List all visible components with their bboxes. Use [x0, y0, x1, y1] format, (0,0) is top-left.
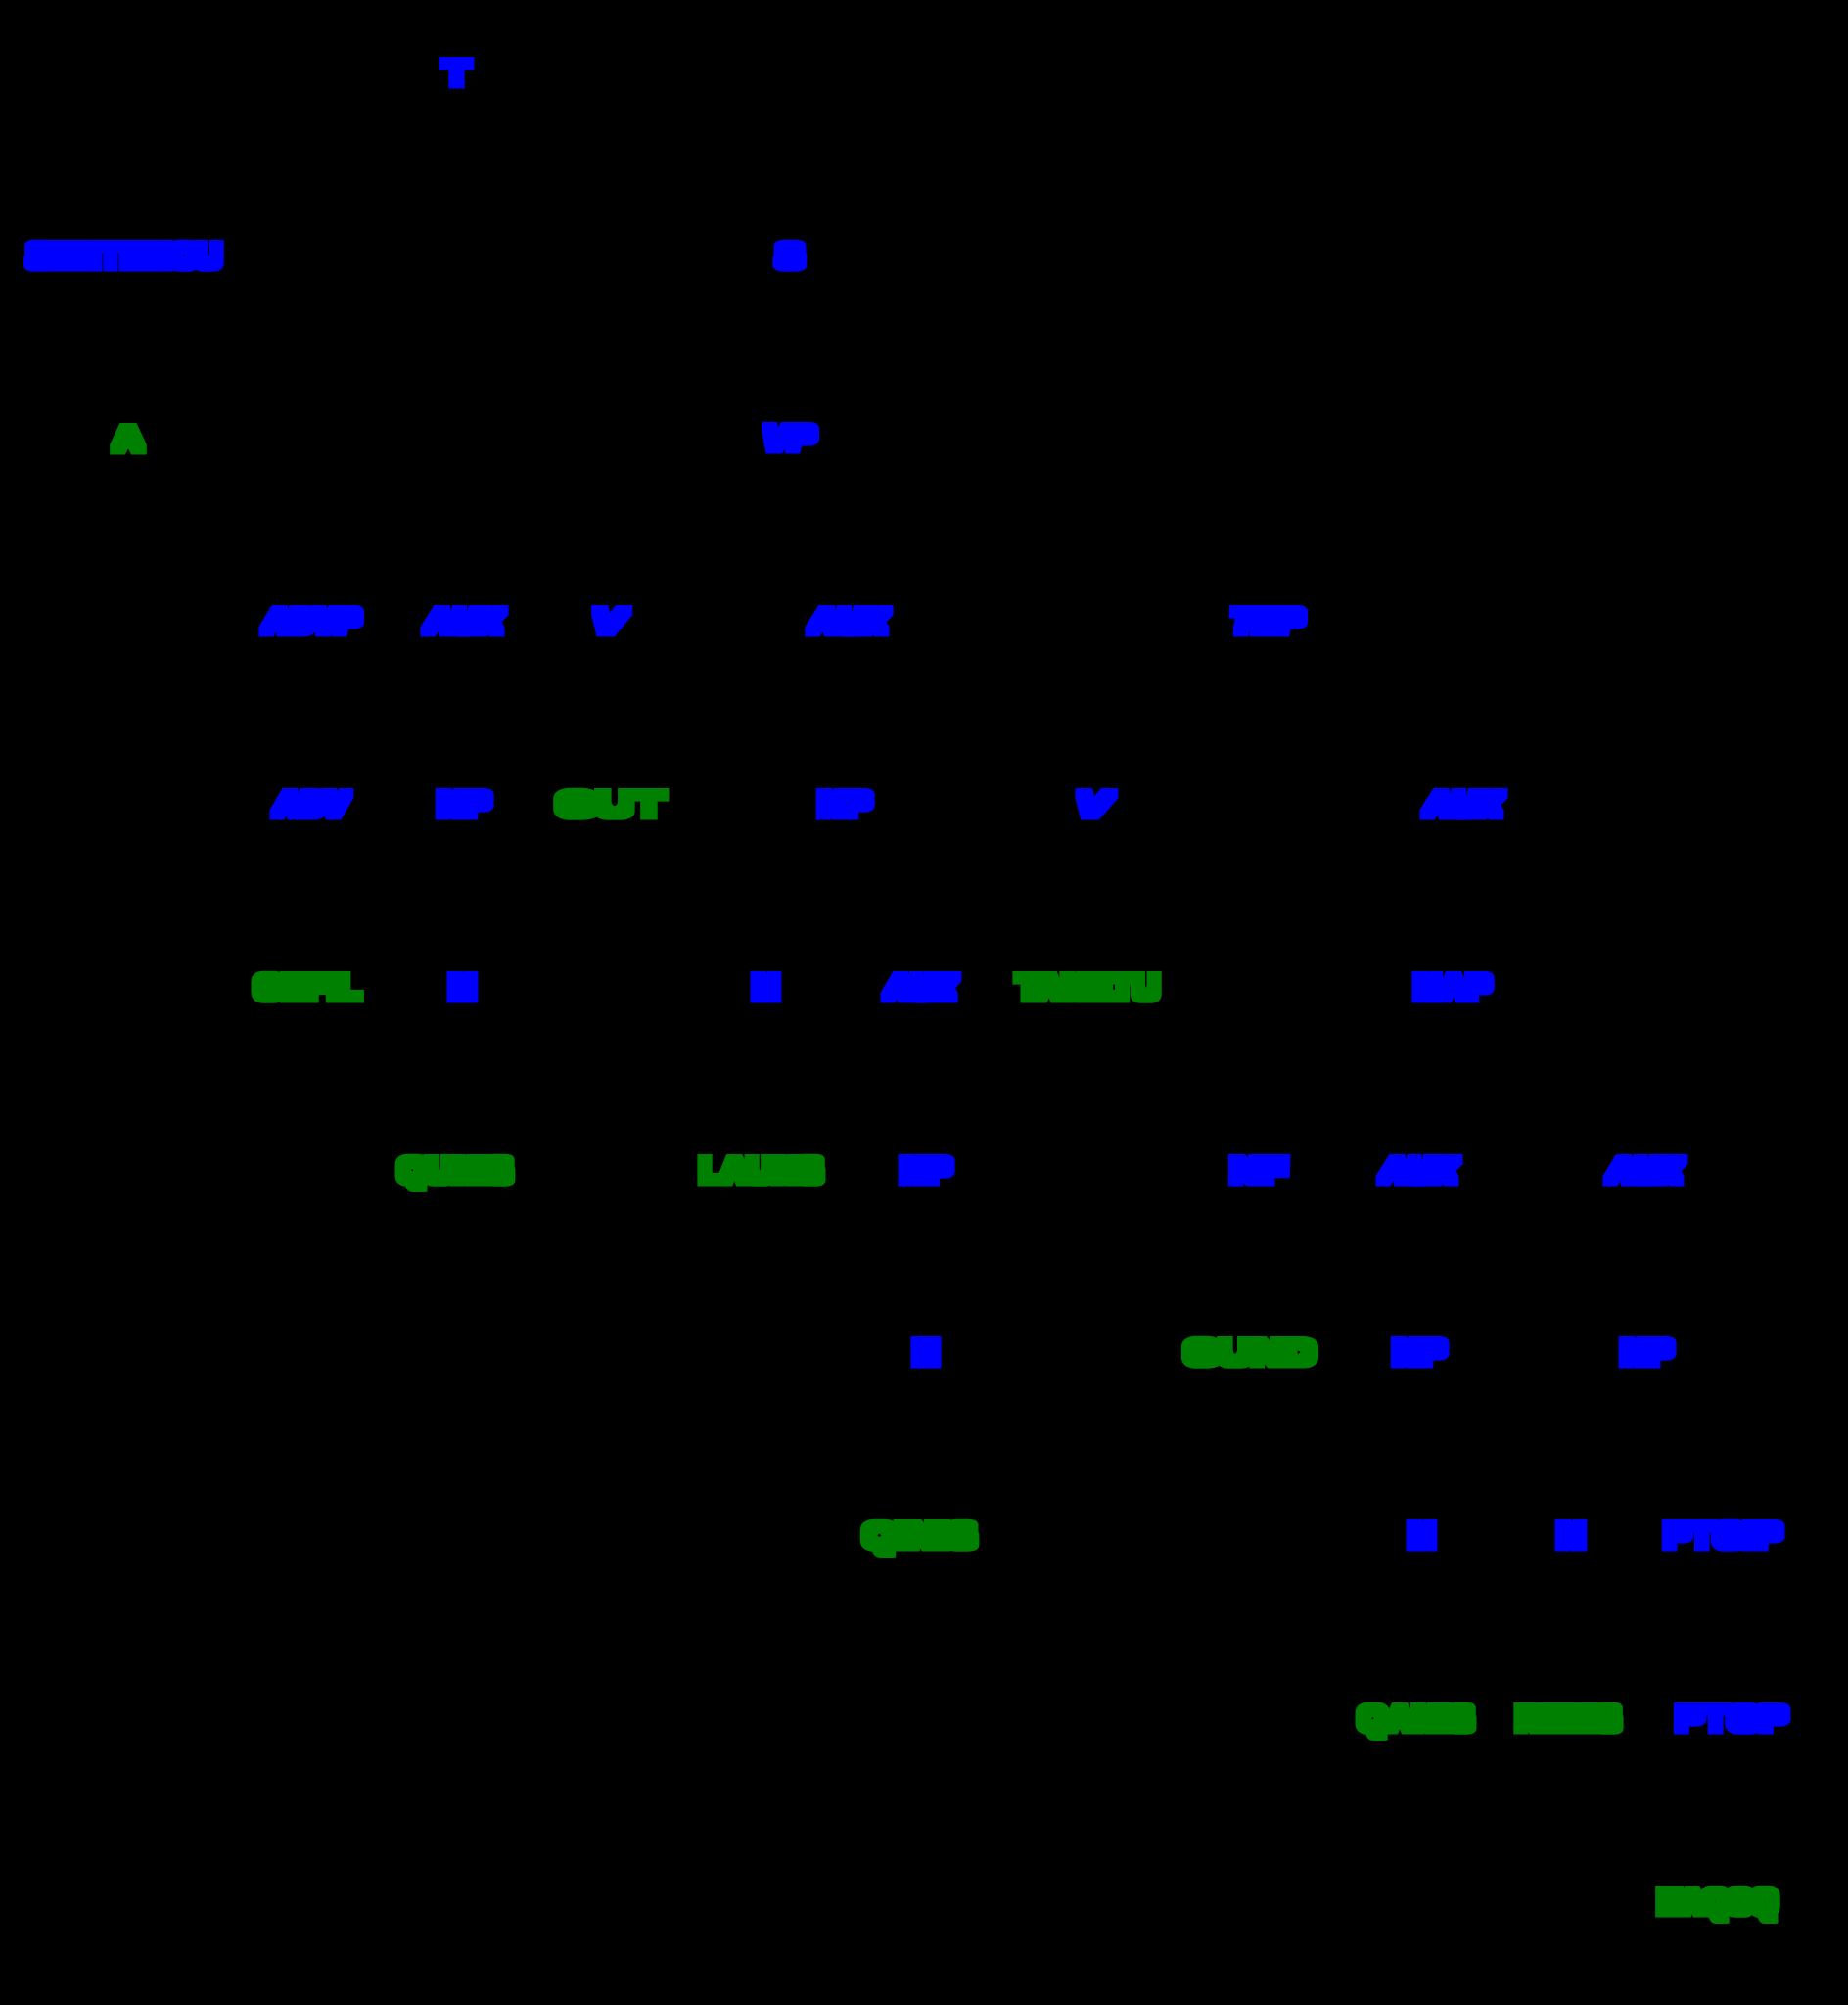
svg-text:GUT: GUT — [556, 787, 665, 822]
svg-text:NP: NP — [1621, 1335, 1673, 1371]
svg-text:N: N — [449, 970, 476, 1005]
svg-text:SENTENCU: SENTENCU — [27, 239, 221, 274]
svg-text:AUX: AUX — [1380, 1153, 1459, 1189]
svg-text:AUX: AUX — [885, 970, 957, 1005]
svg-text:N: N — [913, 1335, 939, 1371]
svg-text:VP: VP — [763, 421, 814, 456]
svg-text:N: N — [1409, 1518, 1435, 1554]
svg-text:QUNIS: QUNIS — [398, 1153, 512, 1189]
svg-text:V: V — [1076, 787, 1114, 822]
svg-text:QINIS: QINIS — [863, 1518, 976, 1554]
svg-text:LAUNS: LAUNS — [700, 1153, 822, 1189]
svg-text:PTGP: PTGP — [1676, 1702, 1787, 1737]
svg-text:TEP: TEP — [1231, 604, 1303, 639]
svg-text:NP: NP — [818, 787, 871, 822]
svg-text:NF: NF — [1230, 1153, 1287, 1189]
svg-text:NP: NP — [438, 787, 490, 822]
svg-text:A: A — [114, 422, 143, 457]
svg-text:QANIS: QANIS — [1359, 1702, 1473, 1737]
svg-text:ADVP: ADVP — [263, 604, 359, 639]
svg-text:AUX: AUX — [425, 604, 505, 639]
svg-text:AUX: AUX — [1607, 1153, 1685, 1189]
svg-text:TANETU: TANETU — [1017, 970, 1159, 1005]
svg-text:GUND: GUND — [1184, 1335, 1316, 1371]
svg-text:NAQOQ: NAQOQ — [1658, 1885, 1777, 1920]
svg-text:AUX: AUX — [1424, 787, 1504, 822]
svg-text:AUX: AUX — [809, 604, 890, 639]
svg-text:ADV: ADV — [274, 787, 349, 822]
svg-text:PTGIP: PTGIP — [1664, 1518, 1781, 1554]
svg-text:N: N — [753, 970, 779, 1005]
svg-text:NP: NP — [1393, 1335, 1446, 1371]
svg-text:S: S — [776, 239, 804, 274]
svg-text:N: N — [1557, 1518, 1585, 1554]
svg-text:V: V — [592, 604, 628, 639]
svg-text:GEFIL: GEFIL — [254, 970, 360, 1005]
svg-text:NP: NP — [901, 1153, 951, 1189]
svg-text:T: T — [443, 56, 470, 91]
svg-text:NAP: NAP — [1414, 970, 1491, 1005]
svg-text:RENIS: RENIS — [1516, 1702, 1620, 1737]
